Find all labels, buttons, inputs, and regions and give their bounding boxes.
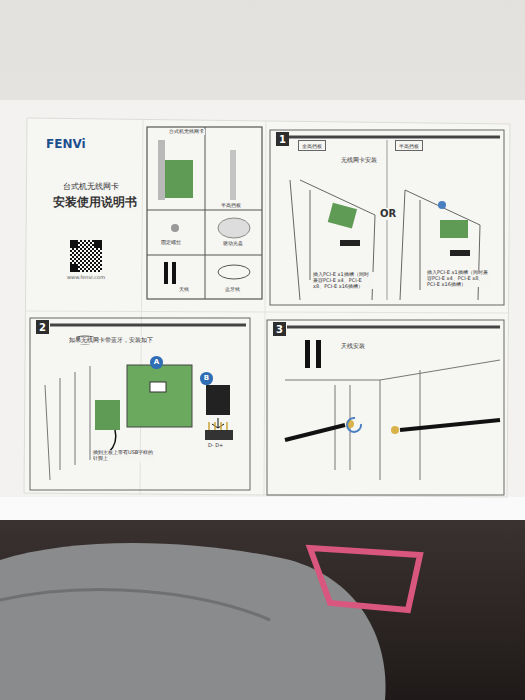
pcie-slot — [340, 240, 360, 246]
part-box: 半高挡板 — [395, 140, 423, 151]
step-badge: 1 — [276, 132, 289, 146]
label: 台式机无线网卡 — [168, 129, 205, 135]
node-text: A — [154, 359, 159, 367]
bracket — [158, 140, 165, 200]
node-text: 半高挡板 — [399, 144, 419, 150]
node-text: 1 — [279, 134, 286, 145]
node-text: B — [204, 375, 209, 383]
label: 天线安装 — [340, 343, 366, 350]
step-badge: 2 — [36, 320, 49, 334]
usb-header — [205, 430, 233, 440]
screw — [171, 224, 179, 232]
cd — [218, 218, 250, 238]
pc-case — [285, 360, 500, 480]
panel — [30, 318, 250, 490]
callout-circle: A — [150, 356, 163, 369]
step-badge: 3 — [273, 322, 286, 336]
node-text: 全高挡板 — [302, 144, 322, 150]
label: 天线 — [178, 287, 190, 293]
label: www.fenvi.com — [66, 275, 106, 281]
qr-code — [70, 240, 102, 272]
label: 如果无线网卡带蓝牙，安装如下 — [68, 337, 154, 344]
half-bracket — [230, 150, 236, 200]
pink-object — [310, 548, 420, 610]
part-box: 全高挡板 — [298, 140, 326, 151]
label: 蓝牙线 — [224, 287, 241, 293]
floor — [0, 520, 525, 700]
wifi-card — [440, 220, 468, 238]
pc-case — [290, 180, 375, 300]
connector — [206, 385, 230, 415]
title: 安装使用说明书 — [52, 196, 138, 210]
card-zoom — [127, 365, 192, 427]
label: 插入PCI-E x1插槽（同时兼容PCI-E x4、PCI-E x8、PCI-E… — [426, 270, 492, 287]
bt-cable — [218, 265, 250, 279]
label: 固定螺丝 — [160, 240, 182, 246]
fold — [140, 120, 143, 495]
label: 驱动光盘 — [222, 241, 244, 247]
fold — [264, 121, 266, 496]
pcie-slot — [450, 250, 470, 256]
antenna — [285, 425, 345, 440]
fold — [25, 311, 508, 313]
antenna — [164, 262, 168, 284]
wifi-card — [95, 400, 120, 430]
label: OR — [379, 208, 397, 220]
wifi-card — [328, 203, 357, 229]
desk-edge — [0, 497, 525, 522]
paper — [24, 118, 510, 497]
callout-circle: B — [200, 372, 213, 385]
node-text: 3 — [276, 324, 283, 335]
fabric-fold — [0, 590, 270, 620]
label: 插到主板上带有USB字样的针脚上 — [92, 450, 156, 462]
label: D- D+ — [207, 443, 224, 449]
label: 无线网卡安装 — [340, 157, 378, 164]
screw — [438, 201, 446, 209]
node-text: 2 — [39, 322, 46, 333]
leg — [0, 543, 386, 700]
panel — [267, 320, 504, 495]
pc-case — [45, 366, 90, 480]
antenna — [305, 340, 310, 368]
label: 半高挡板 — [220, 203, 242, 209]
package-panel — [147, 127, 262, 299]
label: FENVi — [45, 138, 87, 152]
label: 插入PCI-E x1插槽（同时兼容PCI-E x4、PCI-E x8、PCI-E… — [312, 272, 374, 289]
desk — [0, 100, 525, 520]
panel — [270, 130, 504, 305]
wifi-card — [165, 160, 193, 198]
label: 台式机无线网卡 — [62, 182, 120, 191]
antenna — [400, 420, 500, 430]
